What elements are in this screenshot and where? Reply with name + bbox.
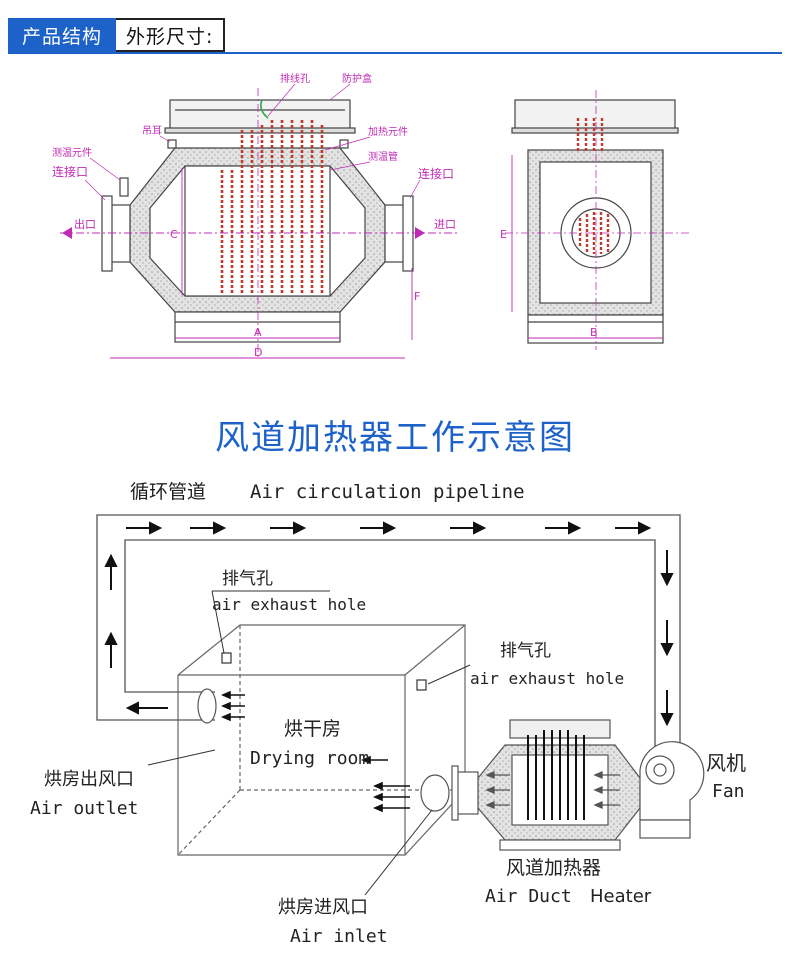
protective-box — [169, 99, 351, 131]
circulation-pipeline — [96, 514, 681, 770]
lifting-lug — [167, 139, 177, 149]
pipeline-label-en: Air circulation pipeline — [250, 481, 525, 503]
tab-product-structure[interactable]: 产品结构 — [8, 18, 117, 52]
inlet-label-cn: 烘房进风口 — [278, 897, 368, 918]
pipeline-label-cn: 循环管道 — [130, 481, 206, 503]
dim-label-b: B — [590, 326, 598, 339]
label-heating-element: 加热元件 — [368, 125, 408, 138]
fan-label-en: Fan — [712, 781, 745, 802]
dim-label-c: C — [170, 228, 178, 241]
dim-label-d: D — [254, 346, 262, 359]
heater-label-en-1: Air Duct — [485, 886, 572, 907]
header-underline — [8, 52, 782, 54]
heater-elements — [527, 730, 585, 820]
air-inlet-pipe — [420, 774, 450, 812]
label-lifting-lug: 吊耳 — [142, 125, 162, 137]
exhaust1-label-cn: 排气孔 — [222, 569, 273, 589]
inlet-arrow — [415, 227, 425, 239]
label-connector-left: 连接口 — [52, 164, 88, 179]
label-temp-tube: 测温管 — [368, 150, 398, 163]
fan-label-cn: 风机 — [706, 751, 746, 775]
exhaust1-label-en: air exhaust hole — [212, 595, 366, 614]
outlet-label-en: Air outlet — [30, 798, 138, 819]
label-protective-box: 防护盒 — [342, 72, 372, 85]
outlet-arrow — [62, 227, 72, 239]
drying-room — [177, 624, 466, 856]
exhaust2-label-en: air exhaust hole — [470, 669, 624, 688]
heater-label-en-2: Heater — [590, 886, 652, 907]
air-outlet-pipe — [197, 688, 217, 724]
header-tabs: 产品结构 外形尺寸: — [8, 18, 226, 52]
technical-drawing: 排线孔 防护盒 吊耳 加热元件 测温元件 测温管 连接口 连接口 出口 进口 A… — [52, 72, 690, 360]
exhaust-hole-1 — [221, 652, 232, 664]
label-wire-hole: 排线孔 — [280, 72, 310, 85]
flow-diagram-title: 风道加热器工作示意图 — [215, 418, 575, 458]
dim-label-e: E — [500, 228, 507, 241]
label-temp-element: 测温元件 — [52, 146, 92, 159]
label-outlet: 出口 — [74, 217, 96, 231]
end-view-coils — [576, 118, 610, 254]
fan — [639, 741, 705, 839]
end-view — [511, 99, 679, 344]
air-duct-heater — [451, 719, 641, 851]
dim-label-a: A — [254, 326, 262, 339]
label-connector-right: 连接口 — [418, 166, 454, 181]
tab-dimensions[interactable]: 外形尺寸: — [116, 18, 226, 52]
label-inlet: 进口 — [434, 218, 456, 231]
exhaust-hole-2 — [416, 679, 427, 691]
heating-elements — [220, 120, 324, 295]
flow-diagram: 循环管道 Air circulation pipeline 排气孔 air ex… — [30, 481, 746, 947]
dim-label-f: F — [414, 290, 420, 303]
exhaust2-label-cn: 排气孔 — [500, 641, 551, 661]
pipeline-arrows — [104, 521, 674, 727]
heater-label-cn: 风道加热器 — [506, 857, 601, 879]
room-label-en: Drying room — [250, 748, 369, 769]
temp-element — [119, 177, 129, 197]
inlet-label-en: Air inlet — [290, 926, 388, 947]
outlet-label-cn: 烘房出风口 — [44, 769, 134, 790]
room-label-cn: 烘干房 — [284, 718, 341, 740]
